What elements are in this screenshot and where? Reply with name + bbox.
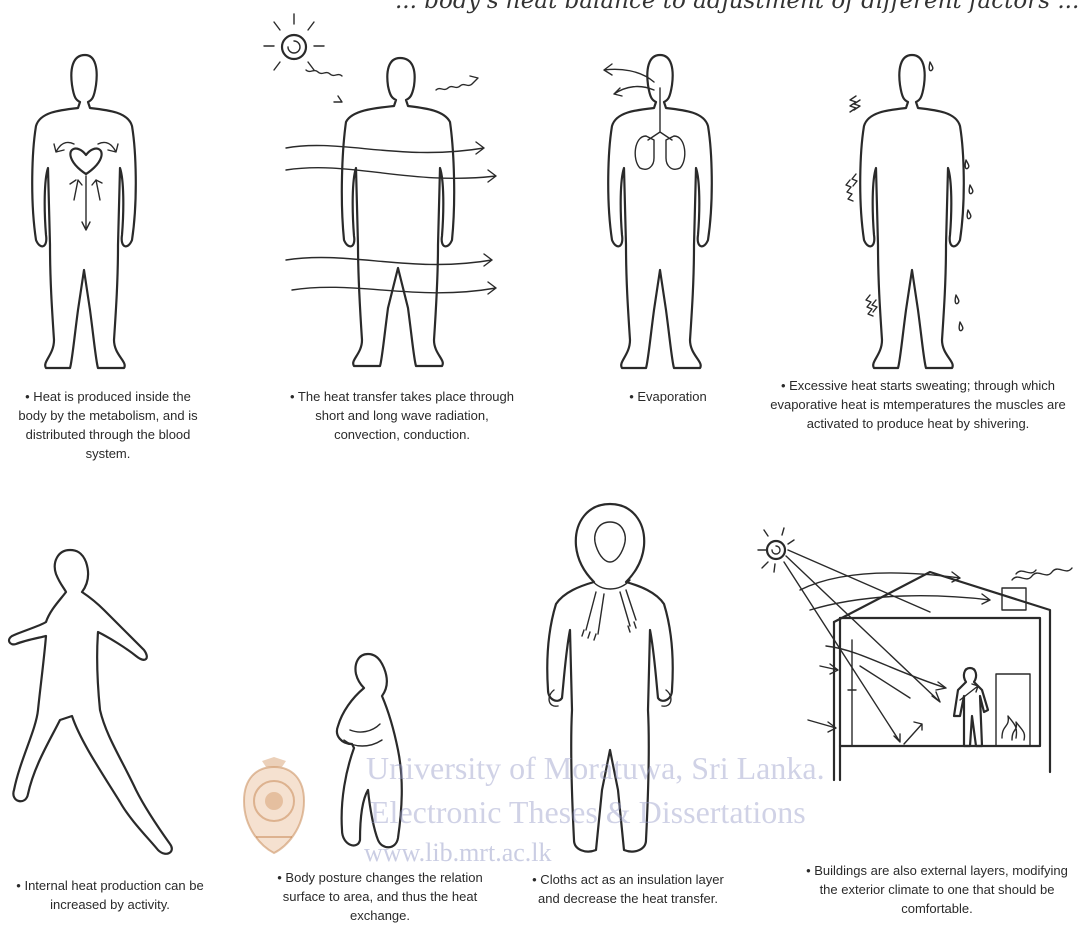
figure-activity	[0, 540, 200, 860]
watermark-url: www.lib.mrt.ac.lk	[364, 838, 552, 868]
caption-activity: • Internal heat production can be increa…	[0, 876, 220, 914]
heart-icon	[70, 149, 101, 174]
figure-metabolism	[0, 40, 180, 380]
figure-evaporation	[570, 40, 750, 380]
caption-heat-transfer: • The heat transfer takes place through …	[286, 387, 518, 444]
caption-building: • Buildings are also external layers, mo…	[796, 861, 1078, 918]
caption-posture: • Body posture changes the relation surf…	[260, 868, 500, 925]
watermark-university: University of Moratuwa, Sri Lanka.	[366, 750, 825, 787]
standing-body-sketch	[0, 40, 180, 380]
fire-icon	[996, 674, 1030, 746]
house-icon	[834, 568, 1072, 780]
caption-metabolism: • Heat is produced inside the body by th…	[18, 387, 198, 463]
watermark-theses: Electronic Theses & Dissertations	[370, 794, 806, 831]
figure-building	[740, 510, 1079, 780]
figure-heat-transfer	[240, 0, 520, 380]
caption-sweating: • Excessive heat starts sweating; throug…	[768, 376, 1068, 433]
figure-sweating	[830, 40, 1010, 380]
caption-evaporation: • Evaporation	[598, 387, 738, 406]
caption-clothing: • Cloths act as an insulation layer and …	[528, 870, 728, 908]
university-seal-icon	[238, 757, 310, 857]
lungs-icon	[635, 88, 685, 169]
sun-icon	[264, 14, 324, 70]
